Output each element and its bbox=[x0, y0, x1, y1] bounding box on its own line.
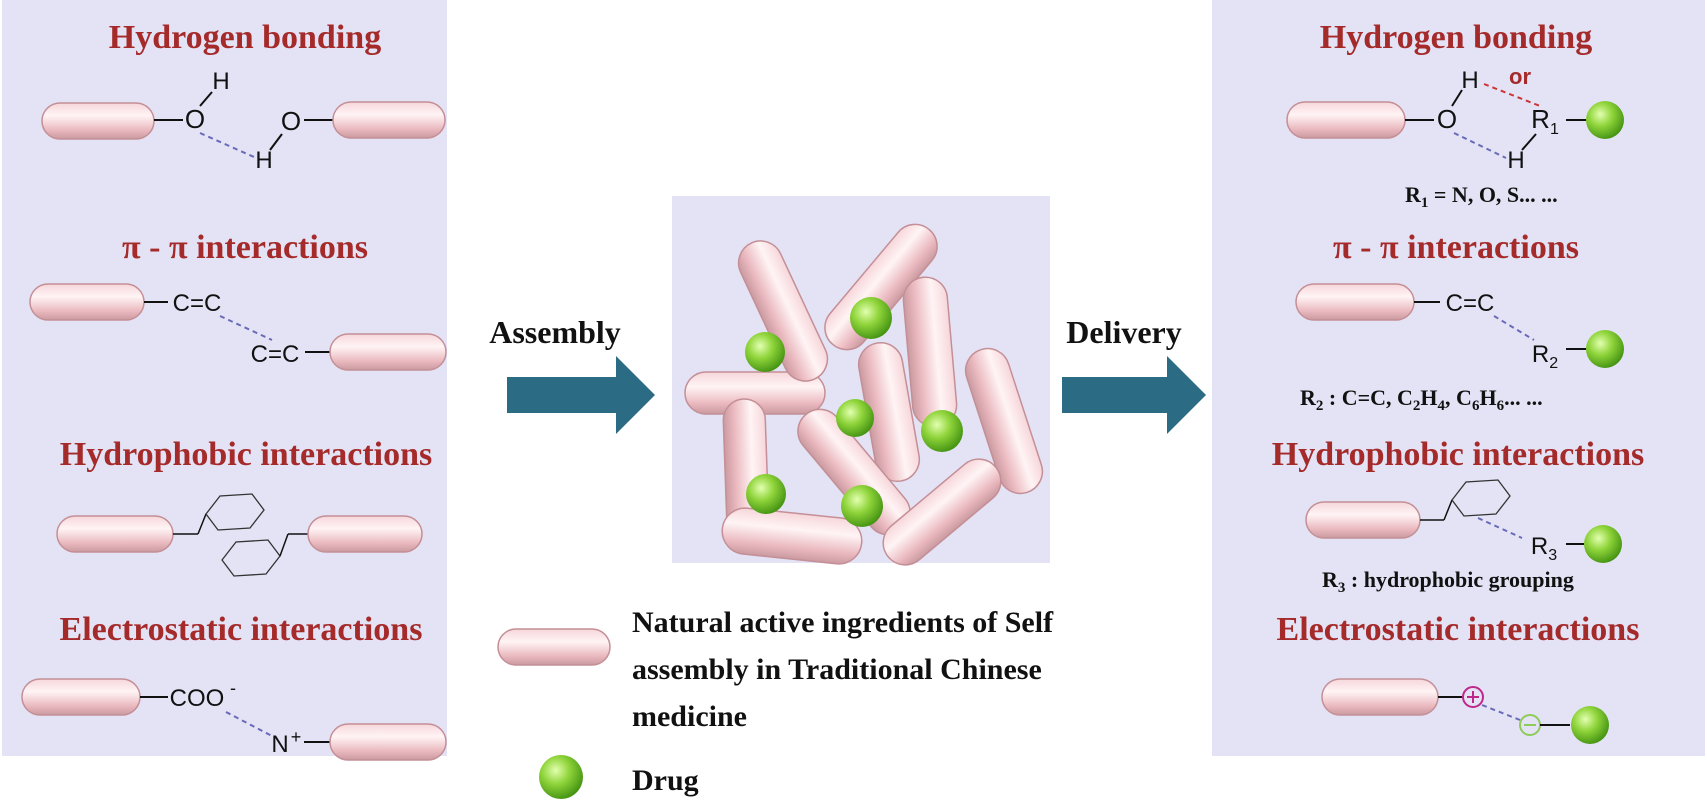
bond bbox=[1521, 133, 1537, 151]
r3-group: R3 bbox=[1531, 533, 1557, 564]
legend-rod bbox=[497, 628, 611, 666]
cluster-rod bbox=[882, 458, 1002, 566]
atom-h: H bbox=[212, 68, 229, 95]
charge-plus: + bbox=[291, 727, 302, 747]
atom-h: H bbox=[1461, 67, 1478, 94]
drug bbox=[1584, 525, 1622, 563]
left-hydrogen-title: Hydrogen bonding bbox=[109, 19, 381, 56]
right-hydrogen-title: Hydrogen bonding bbox=[1320, 19, 1592, 56]
carboxylate: COO bbox=[170, 685, 225, 712]
rod bbox=[1286, 101, 1406, 139]
legend-drug bbox=[539, 755, 583, 799]
hydrogen-bond-dash bbox=[199, 132, 255, 158]
legend-rod-label-line3: medicine bbox=[632, 700, 747, 733]
atom-o: O bbox=[185, 104, 205, 134]
r2-note: R2 : C=C, C2H4, C6H6... ... bbox=[1300, 385, 1543, 414]
cluster-drug bbox=[841, 485, 883, 527]
ammonium-n: N bbox=[271, 731, 288, 758]
cluster-rod bbox=[721, 507, 863, 565]
double-bond-cc: C=C bbox=[251, 341, 300, 368]
rod bbox=[329, 333, 447, 371]
legend-rod-label-line1: Natural active ingredients of Self bbox=[632, 606, 1054, 639]
r2-group: R2 bbox=[1532, 341, 1558, 372]
left-electrostatic-title: Electrostatic interactions bbox=[60, 611, 423, 648]
bond bbox=[279, 533, 289, 557]
bond bbox=[269, 133, 283, 151]
pi-stack-dash bbox=[1493, 315, 1535, 341]
rod bbox=[56, 515, 174, 553]
legend-rod-label-line2: assembly in Traditional Chinese bbox=[632, 653, 1042, 686]
cluster-drug bbox=[836, 399, 874, 437]
r1-note: R1 = N, O, S... ... bbox=[1405, 182, 1558, 211]
rod bbox=[1321, 678, 1439, 716]
double-bond-cc: C=C bbox=[173, 290, 222, 317]
drug bbox=[1571, 706, 1609, 744]
r1-group: R1 bbox=[1531, 104, 1559, 138]
cluster-drug bbox=[921, 410, 963, 452]
rod bbox=[29, 283, 145, 321]
drug bbox=[1586, 101, 1624, 139]
assembly-arrow bbox=[507, 356, 655, 434]
hydrogen-bond-dash-blue bbox=[1453, 132, 1507, 159]
atom-o: O bbox=[1437, 104, 1457, 134]
pi-stack-dash bbox=[219, 315, 273, 341]
charge-minus: - bbox=[230, 678, 236, 698]
assembly-label: Assembly bbox=[489, 314, 621, 350]
atom-h: H bbox=[1507, 147, 1524, 174]
delivery-arrow bbox=[1062, 356, 1206, 434]
benzene-ring bbox=[205, 493, 265, 531]
bond bbox=[1451, 89, 1463, 107]
rod bbox=[41, 102, 155, 140]
delivery-label: Delivery bbox=[1066, 314, 1182, 350]
benzene-ring bbox=[1451, 479, 1511, 517]
hydrogen-bond-dash-red bbox=[1483, 83, 1541, 107]
right-pi-title: π - π interactions bbox=[1333, 229, 1579, 266]
atom-h: H bbox=[255, 147, 272, 174]
bond bbox=[197, 513, 207, 535]
atom-o: O bbox=[281, 106, 301, 136]
cluster-drug bbox=[850, 297, 892, 339]
r3-note: R3 : hydrophobic grouping bbox=[1322, 567, 1574, 596]
rod bbox=[21, 678, 141, 716]
drug bbox=[1586, 330, 1624, 368]
left-hydrophobic-title: Hydrophobic interactions bbox=[60, 436, 432, 473]
cluster-drug bbox=[745, 332, 785, 372]
legend-drug-label: Drug bbox=[632, 764, 699, 797]
bond bbox=[1443, 499, 1453, 521]
double-bond-cc: C=C bbox=[1446, 290, 1495, 317]
right-electrostatic-title: Electrostatic interactions bbox=[1277, 611, 1640, 648]
electrostatic-dash bbox=[1481, 704, 1521, 721]
rod bbox=[1305, 501, 1421, 539]
cluster-drug bbox=[746, 474, 786, 514]
cluster-rod bbox=[964, 347, 1044, 495]
hydrophobic-dash bbox=[1477, 517, 1523, 539]
right-hydrophobic-title: Hydrophobic interactions bbox=[1272, 436, 1644, 473]
rod bbox=[1295, 283, 1415, 321]
left-pi-title: π - π interactions bbox=[122, 229, 368, 266]
assembly-cluster bbox=[684, 223, 1044, 566]
bond bbox=[199, 91, 213, 107]
rod bbox=[332, 101, 446, 139]
rod bbox=[329, 723, 447, 761]
plus-charge-icon bbox=[1462, 686, 1484, 708]
rod bbox=[307, 515, 423, 553]
or-label: or bbox=[1509, 64, 1531, 89]
cluster-rod bbox=[737, 240, 829, 382]
